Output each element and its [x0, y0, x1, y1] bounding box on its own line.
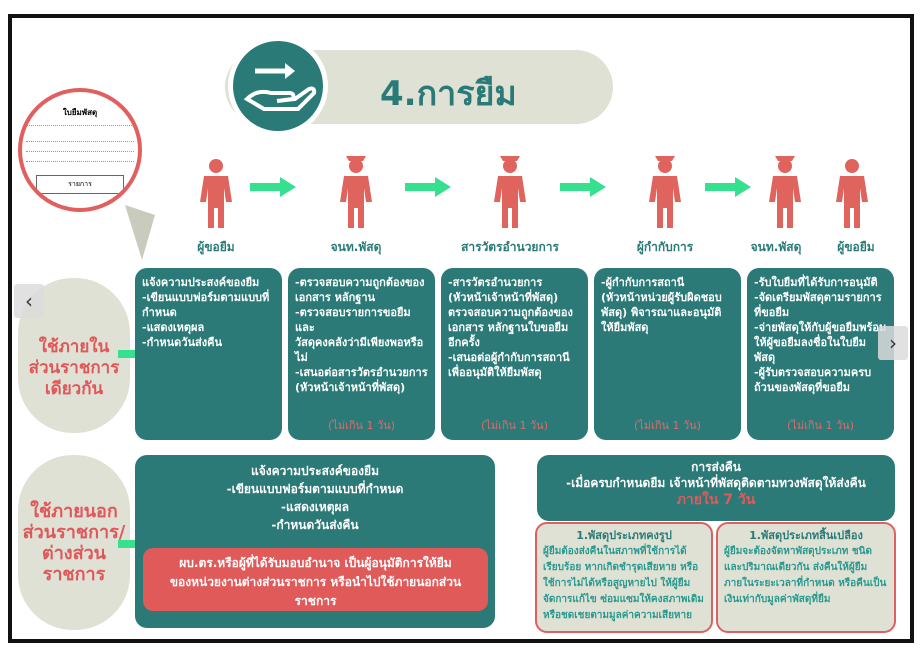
officer-figure-icon [494, 156, 526, 228]
step-text: -ตรวจสอบรายการขอยืมและ [295, 306, 411, 334]
step-text: (หัวหน้าหน่วยผู้รับผิดชอบ [601, 291, 722, 304]
role-label: จนท.พัสดุ [750, 240, 802, 254]
step-text: ตรวจสอบความถูกต้องของ [448, 306, 573, 319]
arrow-right-icon [705, 177, 751, 197]
step-text: เอกสาร หลักฐาน [295, 291, 376, 304]
step-text: เอกสาร หลักฐานใบขอยืม [448, 321, 569, 334]
carousel-prev-button[interactable]: ‹ [14, 284, 44, 318]
role-label: สารวัตรอำนวยการ [461, 240, 559, 254]
time-limit-note: (ไม่เกิน 1 วัน) [328, 419, 395, 432]
step-text: -จัดเตรียมพัสดุตามรายการ [754, 291, 882, 304]
arrow-right-icon [405, 177, 451, 197]
step-text: -กำหนดวันส่งคืน [142, 336, 222, 349]
step-text: ถ้วนของพัสดุที่ขอยืม [754, 381, 851, 394]
step-text: อีกครั้ง [448, 336, 480, 349]
form-magnifier: ใบยืมพัสดุ รายการ [18, 88, 142, 212]
step-text: -ตรวจสอบความถูกต้องของ [295, 276, 425, 289]
return-box: การส่งคืน -เมื่อครบกำหนดยืม เจ้าหน้าที่พ… [537, 455, 895, 521]
step-text: ให้ผู้ขอยืมลงชื่อในใบยืมพัสดุ [754, 336, 867, 364]
step-text: (หัวหน้าเจ้าหน้าที่พัสดุ) [295, 381, 406, 394]
step-text: เพื่ออนุมัติให้ยืมพัสดุ [448, 366, 542, 379]
step-text: (หัวหน้าเจ้าหน้าที่พัสดุ) [448, 291, 559, 304]
step-text: กำหนด [142, 306, 177, 319]
role-label: ผู้ขอยืม [837, 240, 875, 254]
step-text: -เสนอต่อผู้กำกับการสถานี [448, 351, 570, 364]
external-use-label: ใช้ภายนอกส่วนราชการ/ต่างส่วนราชการ [18, 455, 130, 630]
person-figure-icon [836, 159, 868, 228]
step-text: ไม่ [295, 351, 308, 364]
internal-use-label: ใช้ภายในส่วนราชการเดียวกัน [18, 278, 130, 433]
process-step-box: -ตรวจสอบความถูกต้องของเอกสาร หลักฐาน -ตรว… [288, 268, 435, 440]
magnifier-pointer [125, 205, 155, 260]
lending-hand-icon [228, 36, 328, 136]
role-label: ผู้กำกับการ [636, 240, 694, 254]
step-text: -จ่ายพัสดุให้กับผู้ขอยืมพร้อม [754, 321, 887, 334]
form-table-header: รายการ [36, 175, 124, 194]
role-label: จนท.พัสดุ [330, 240, 382, 254]
step-text: -ผู้กำกับการสถานี [601, 276, 685, 289]
step-text: -ผู้รับตรวจสอบความครบ [754, 366, 872, 379]
process-step-box: แจ้งความประสงค์ของยืม -เขียนแบบฟอร์มตามแบ… [135, 268, 282, 440]
step-text: -รับใบยืมที่ได้รับการอนุมัติ [754, 276, 878, 289]
process-step-box: -ผู้กำกับการสถานี (หัวหน้าหน่วยผู้รับผิดช… [594, 268, 741, 440]
consumable-return-box: 1.พัสดุประเภทสิ้นเปลืองผู้ยืมจะต้องจัดหา… [716, 522, 896, 633]
step-text: พัสดุ) พิจารณาและอนุมัติ [601, 306, 722, 319]
approval-box: ผบ.ตร.หรือผู้ที่ได้รับมอบอำนาจ เป็นผู้อน… [143, 548, 488, 611]
step-text: -แสดงเหตุผล [142, 321, 205, 334]
officer-figure-icon [769, 156, 801, 228]
person-figure-icon [200, 159, 232, 228]
form-title: ใบยืมพัสดุ [62, 108, 98, 117]
step-text: -สารวัตรอำนวยการ [448, 276, 543, 289]
officer-figure-icon [340, 156, 372, 228]
step-text: วัสดุคงคลังว่ามีเพียงพอหรือ [295, 336, 424, 349]
time-limit-note: (ไม่เกิน 1 วัน) [787, 419, 854, 432]
process-step-box: -สารวัตรอำนวยการ (หัวหน้าเจ้าหน้าที่พัสดุ… [441, 268, 588, 440]
step-text: ที่ขอยืม [754, 306, 790, 319]
process-step-box: -รับใบยืมที่ได้รับการอนุมัติ -จัดเตรียมพั… [747, 268, 894, 440]
durable-return-box: 1.พัสดุประเภทคงรูปผู้ยืมต้องส่งคืนในสภาพ… [535, 522, 713, 633]
officer-figure-icon [649, 156, 681, 228]
step-text: -เสนอต่อสารวัตรอำนวยการ [295, 366, 428, 379]
step-text: -เขียนแบบฟอร์มตามแบบที่ [142, 291, 270, 304]
page-title: 4.การยืม [380, 74, 517, 114]
step-text: ให้ยืมพัสดุ [601, 321, 649, 334]
step-text: แจ้งความประสงค์ของยืม [142, 276, 260, 289]
time-limit-note: (ไม่เกิน 1 วัน) [634, 419, 701, 432]
role-label: ผู้ขอยืม [197, 240, 235, 254]
arrow-right-icon [250, 177, 296, 197]
arrow-right-icon [560, 177, 606, 197]
carousel-next-button[interactable]: › [878, 326, 908, 360]
time-limit-note: (ไม่เกิน 1 วัน) [481, 419, 548, 432]
